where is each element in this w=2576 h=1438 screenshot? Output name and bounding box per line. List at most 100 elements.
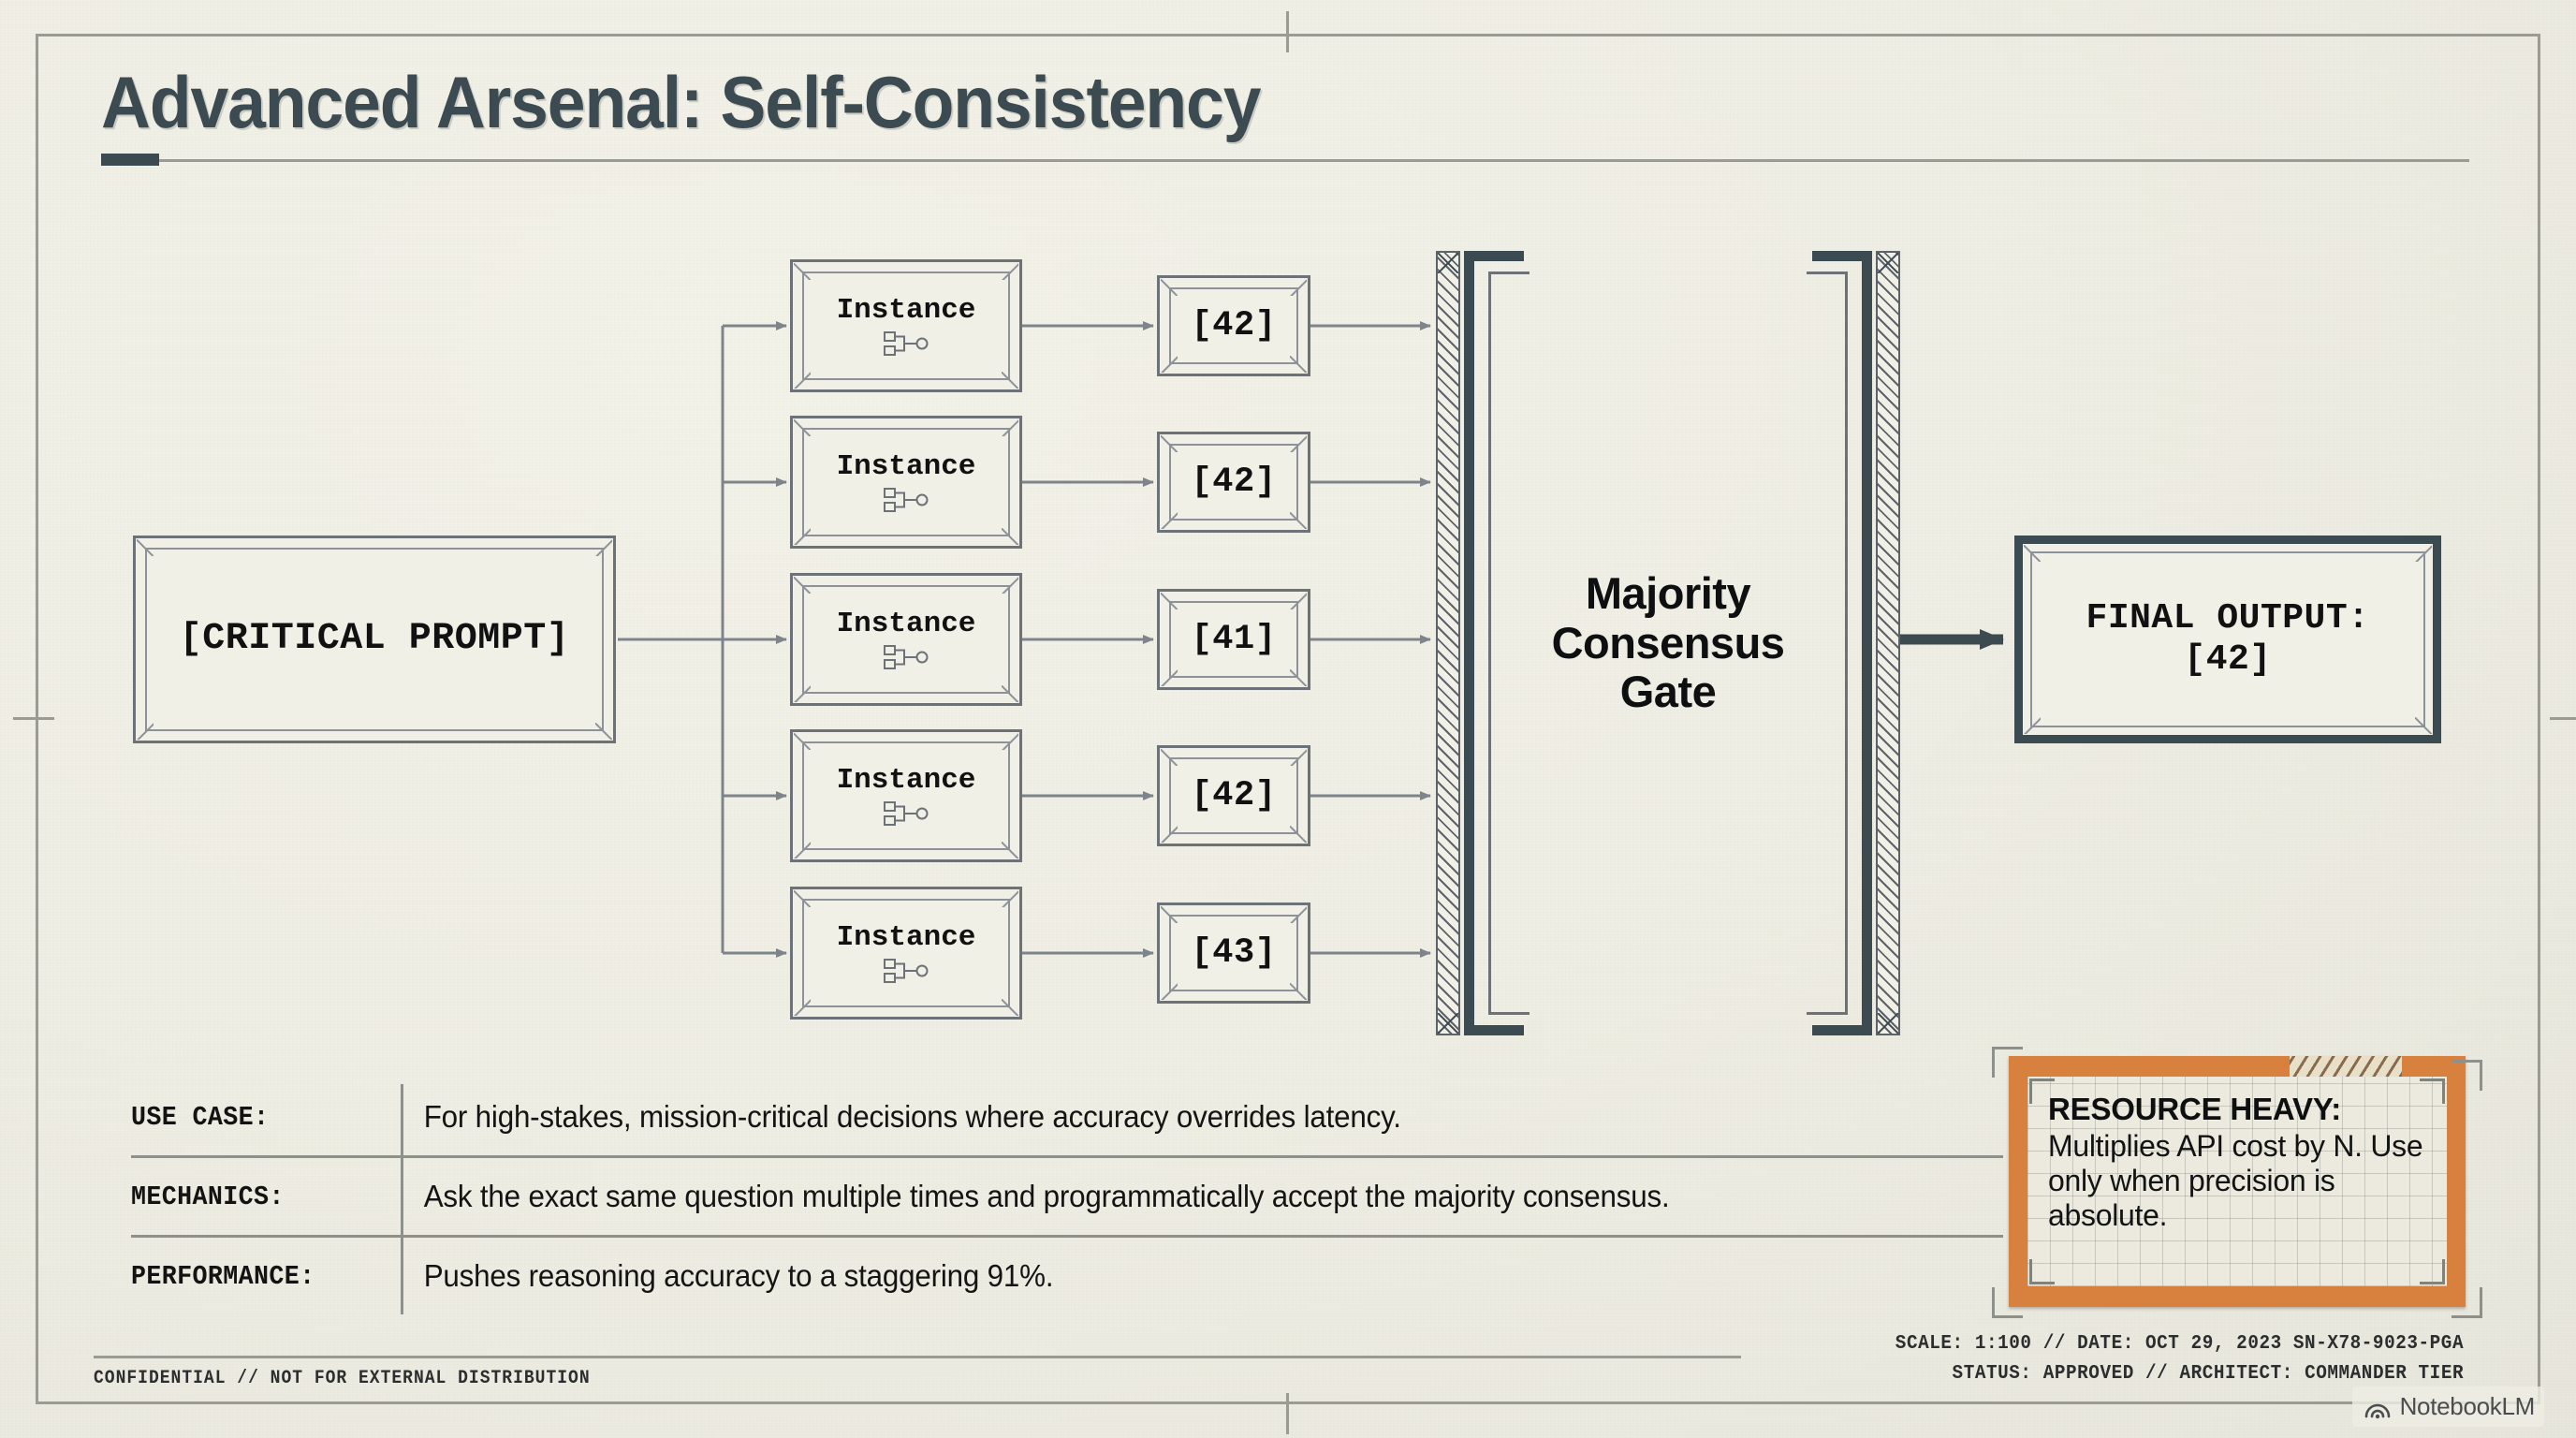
gate-title-line-2: Consensus [1551,617,1785,668]
node-graph-icon [884,644,929,669]
instance-content: Instance [793,889,1019,1017]
box-inner-frame [802,899,1010,1007]
gate-bracket-thin-right [1807,271,1848,1015]
box-inner-frame [1169,287,1298,364]
table-row: USE CASE: For high-stakes, mission-criti… [131,1078,2003,1155]
spec-value: For high-stakes, mission-critical decisi… [423,1099,1401,1134]
instance-value: [42] [1191,305,1277,345]
node-graph-icon [884,800,929,826]
page-title: Advanced Arsenal: Self-Consistency [101,61,1261,143]
instance-value: [43] [1191,932,1277,973]
final-output-box[interactable]: FINAL OUTPUT: [42] [2014,536,2441,743]
gate-bracket-thin-left [1488,271,1530,1015]
corner-bracket-icon [2452,1060,2482,1091]
box-inner-frame [1169,601,1298,678]
footer-left: CONFIDENTIAL // NOT FOR EXTERNAL DISTRIB… [94,1356,1741,1389]
instance-box[interactable]: Instance [790,259,1022,392]
notebooklm-watermark: NotebookLM [2351,1387,2544,1427]
drawing-meta-status-architect: STATUS: APPROVED // ARCHITECT: COMMANDER… [1952,1362,2464,1385]
spec-key: USE CASE: [131,1101,270,1133]
instance-box[interactable]: Instance [790,573,1022,706]
registration-tick-right [2550,717,2576,720]
corner-bracket-icon [2420,1078,2445,1104]
node-graph-icon [884,487,929,512]
drawing-meta-scale-date: SCALE: 1:100 // DATE: OCT 29, 2023 SN-X7… [1895,1333,2464,1355]
instance-content: Instance [793,576,1019,703]
gate-title-line-1: Majority [1585,568,1751,619]
spec-key: MECHANICS: [131,1181,285,1212]
instance-box[interactable]: Instance [790,729,1022,862]
node-graph-icon [884,330,929,356]
registration-tick-bottom [1286,1393,1289,1434]
final-output-title: FINAL OUTPUT: [2086,597,2370,638]
footer-rule [94,1356,1741,1358]
gate-title: Majority Consensus Gate [1430,568,1906,717]
corner-bracket-icon [2029,1078,2055,1104]
gate-hatch-bar-right [1876,251,1900,1035]
watermark-label: NotebookLM [2399,1392,2536,1420]
corner-bracket-icon [1992,1287,2023,1318]
spec-table-divider [401,1084,403,1314]
box-inner-frame [802,741,1010,850]
spec-value: Pushes reasoning accuracy to a staggerin… [423,1258,1054,1293]
box-inner-frame [802,428,1010,536]
instance-box[interactable]: Instance [790,416,1022,549]
instance-value: [42] [1191,775,1277,815]
final-output-content: FINAL OUTPUT: [42] [2023,544,2433,735]
corner-bracket-icon [1992,1047,2023,1078]
gate-bracket-right [1812,251,1872,1035]
registration-tick-left [13,717,54,720]
table-row: MECHANICS: Ask the exact same question m… [131,1155,2003,1235]
callout-hatch-tab-icon [2290,1056,2402,1078]
instance-value-box[interactable]: [42] [1157,275,1310,376]
notebooklm-logo-icon [2364,1403,2390,1418]
corner-mark-icon [1438,1013,1458,1034]
instance-label: Instance [836,921,976,955]
box-inner-frame [802,585,1010,694]
instance-value: [42] [1191,462,1277,502]
table-row: PERFORMANCE: Pushes reasoning accuracy t… [131,1235,2003,1314]
node-graph-icon [884,958,929,983]
corner-bracket-icon [2420,1259,2445,1284]
registration-tick-top [1286,11,1289,52]
box-inner-frame [802,271,1010,380]
instance-box[interactable]: Instance [790,887,1022,1020]
critical-prompt-label: [CRITICAL PROMPT] [179,617,570,660]
corner-bracket-icon [2029,1259,2055,1284]
corner-mark-icon [1878,1013,1898,1034]
instance-value-box[interactable]: [43] [1157,902,1310,1004]
final-output-value: [42] [2184,639,2272,680]
instance-label: Instance [836,450,976,484]
confidential-notice: CONFIDENTIAL // NOT FOR EXTERNAL DISTRIB… [94,1368,591,1389]
spec-key: PERFORMANCE: [131,1260,315,1292]
instance-label: Instance [836,764,976,798]
footer-right: SCALE: 1:100 // DATE: OCT 29, 2023 SN-X7… [1846,1329,2464,1389]
callout-title: RESOURCE HEAVY: [2048,1092,2341,1126]
spec-value: Ask the exact same question multiple tim… [423,1179,1670,1213]
instance-label: Instance [836,294,976,328]
instance-content: Instance [793,262,1019,389]
instance-content: Instance [793,732,1019,859]
critical-prompt-box[interactable]: [CRITICAL PROMPT] [133,536,616,743]
title-block: Advanced Arsenal: Self-Consistency [101,61,2469,166]
instance-content: Instance [793,418,1019,546]
spec-table: USE CASE: For high-stakes, mission-criti… [131,1078,2003,1314]
corner-mark-icon [1438,253,1458,273]
instance-label: Instance [836,608,976,641]
instance-value-box[interactable]: [41] [1157,589,1310,690]
instance-value-box[interactable]: [42] [1157,745,1310,846]
title-underline [101,154,2469,166]
resource-warning-callout: RESOURCE HEAVY: Multiplies API cost by N… [1992,1047,2482,1318]
gate-bracket-left [1464,251,1524,1035]
instance-value-box[interactable]: [42] [1157,432,1310,533]
box-inner-frame [1169,444,1298,521]
box-inner-frame [1169,757,1298,834]
callout-inner-panel: RESOURCE HEAVY: Multiplies API cost by N… [2027,1077,2447,1286]
box-inner-frame [2030,551,2425,727]
box-inner-frame [145,548,604,731]
corner-bracket-icon [2452,1287,2482,1318]
gate-hatch-bar-left [1436,251,1460,1035]
majority-consensus-gate[interactable]: Majority Consensus Gate [1430,251,1906,1035]
